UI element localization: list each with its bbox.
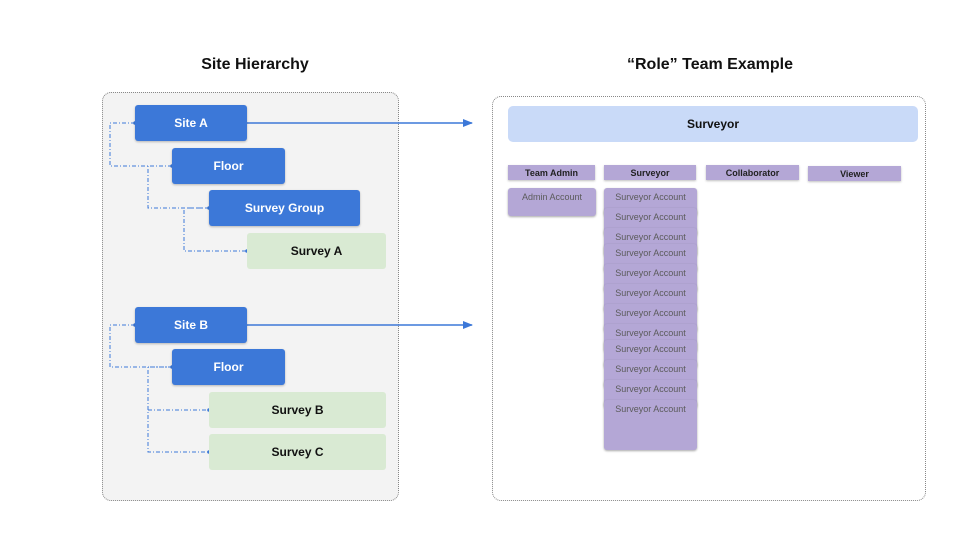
survey-c-node: Survey C xyxy=(209,434,386,470)
role-viewer: Viewer xyxy=(808,166,901,181)
floor-a-node: Floor xyxy=(172,148,285,184)
survey-b-node: Survey B xyxy=(209,392,386,428)
admin-account-card: Admin Account xyxy=(508,188,596,216)
floor-b-node: Floor xyxy=(172,349,285,385)
surveyor-account-card: Surveyor Account xyxy=(604,400,697,450)
survey-a-node: Survey A xyxy=(247,233,386,269)
surveyor-banner: Surveyor xyxy=(508,106,918,142)
role-team-panel xyxy=(492,96,926,501)
site-a-node: Site A xyxy=(135,105,247,141)
role-team-admin: Team Admin xyxy=(508,165,595,180)
role-surveyor: Surveyor xyxy=(604,165,696,180)
site-b-node: Site B xyxy=(135,307,247,343)
survey-group-node: Survey Group xyxy=(209,190,360,226)
role-collaborator: Collaborator xyxy=(706,165,799,180)
role-team-title: “Role” Team Example xyxy=(627,56,793,73)
site-hierarchy-title: Site Hierarchy xyxy=(201,56,309,73)
